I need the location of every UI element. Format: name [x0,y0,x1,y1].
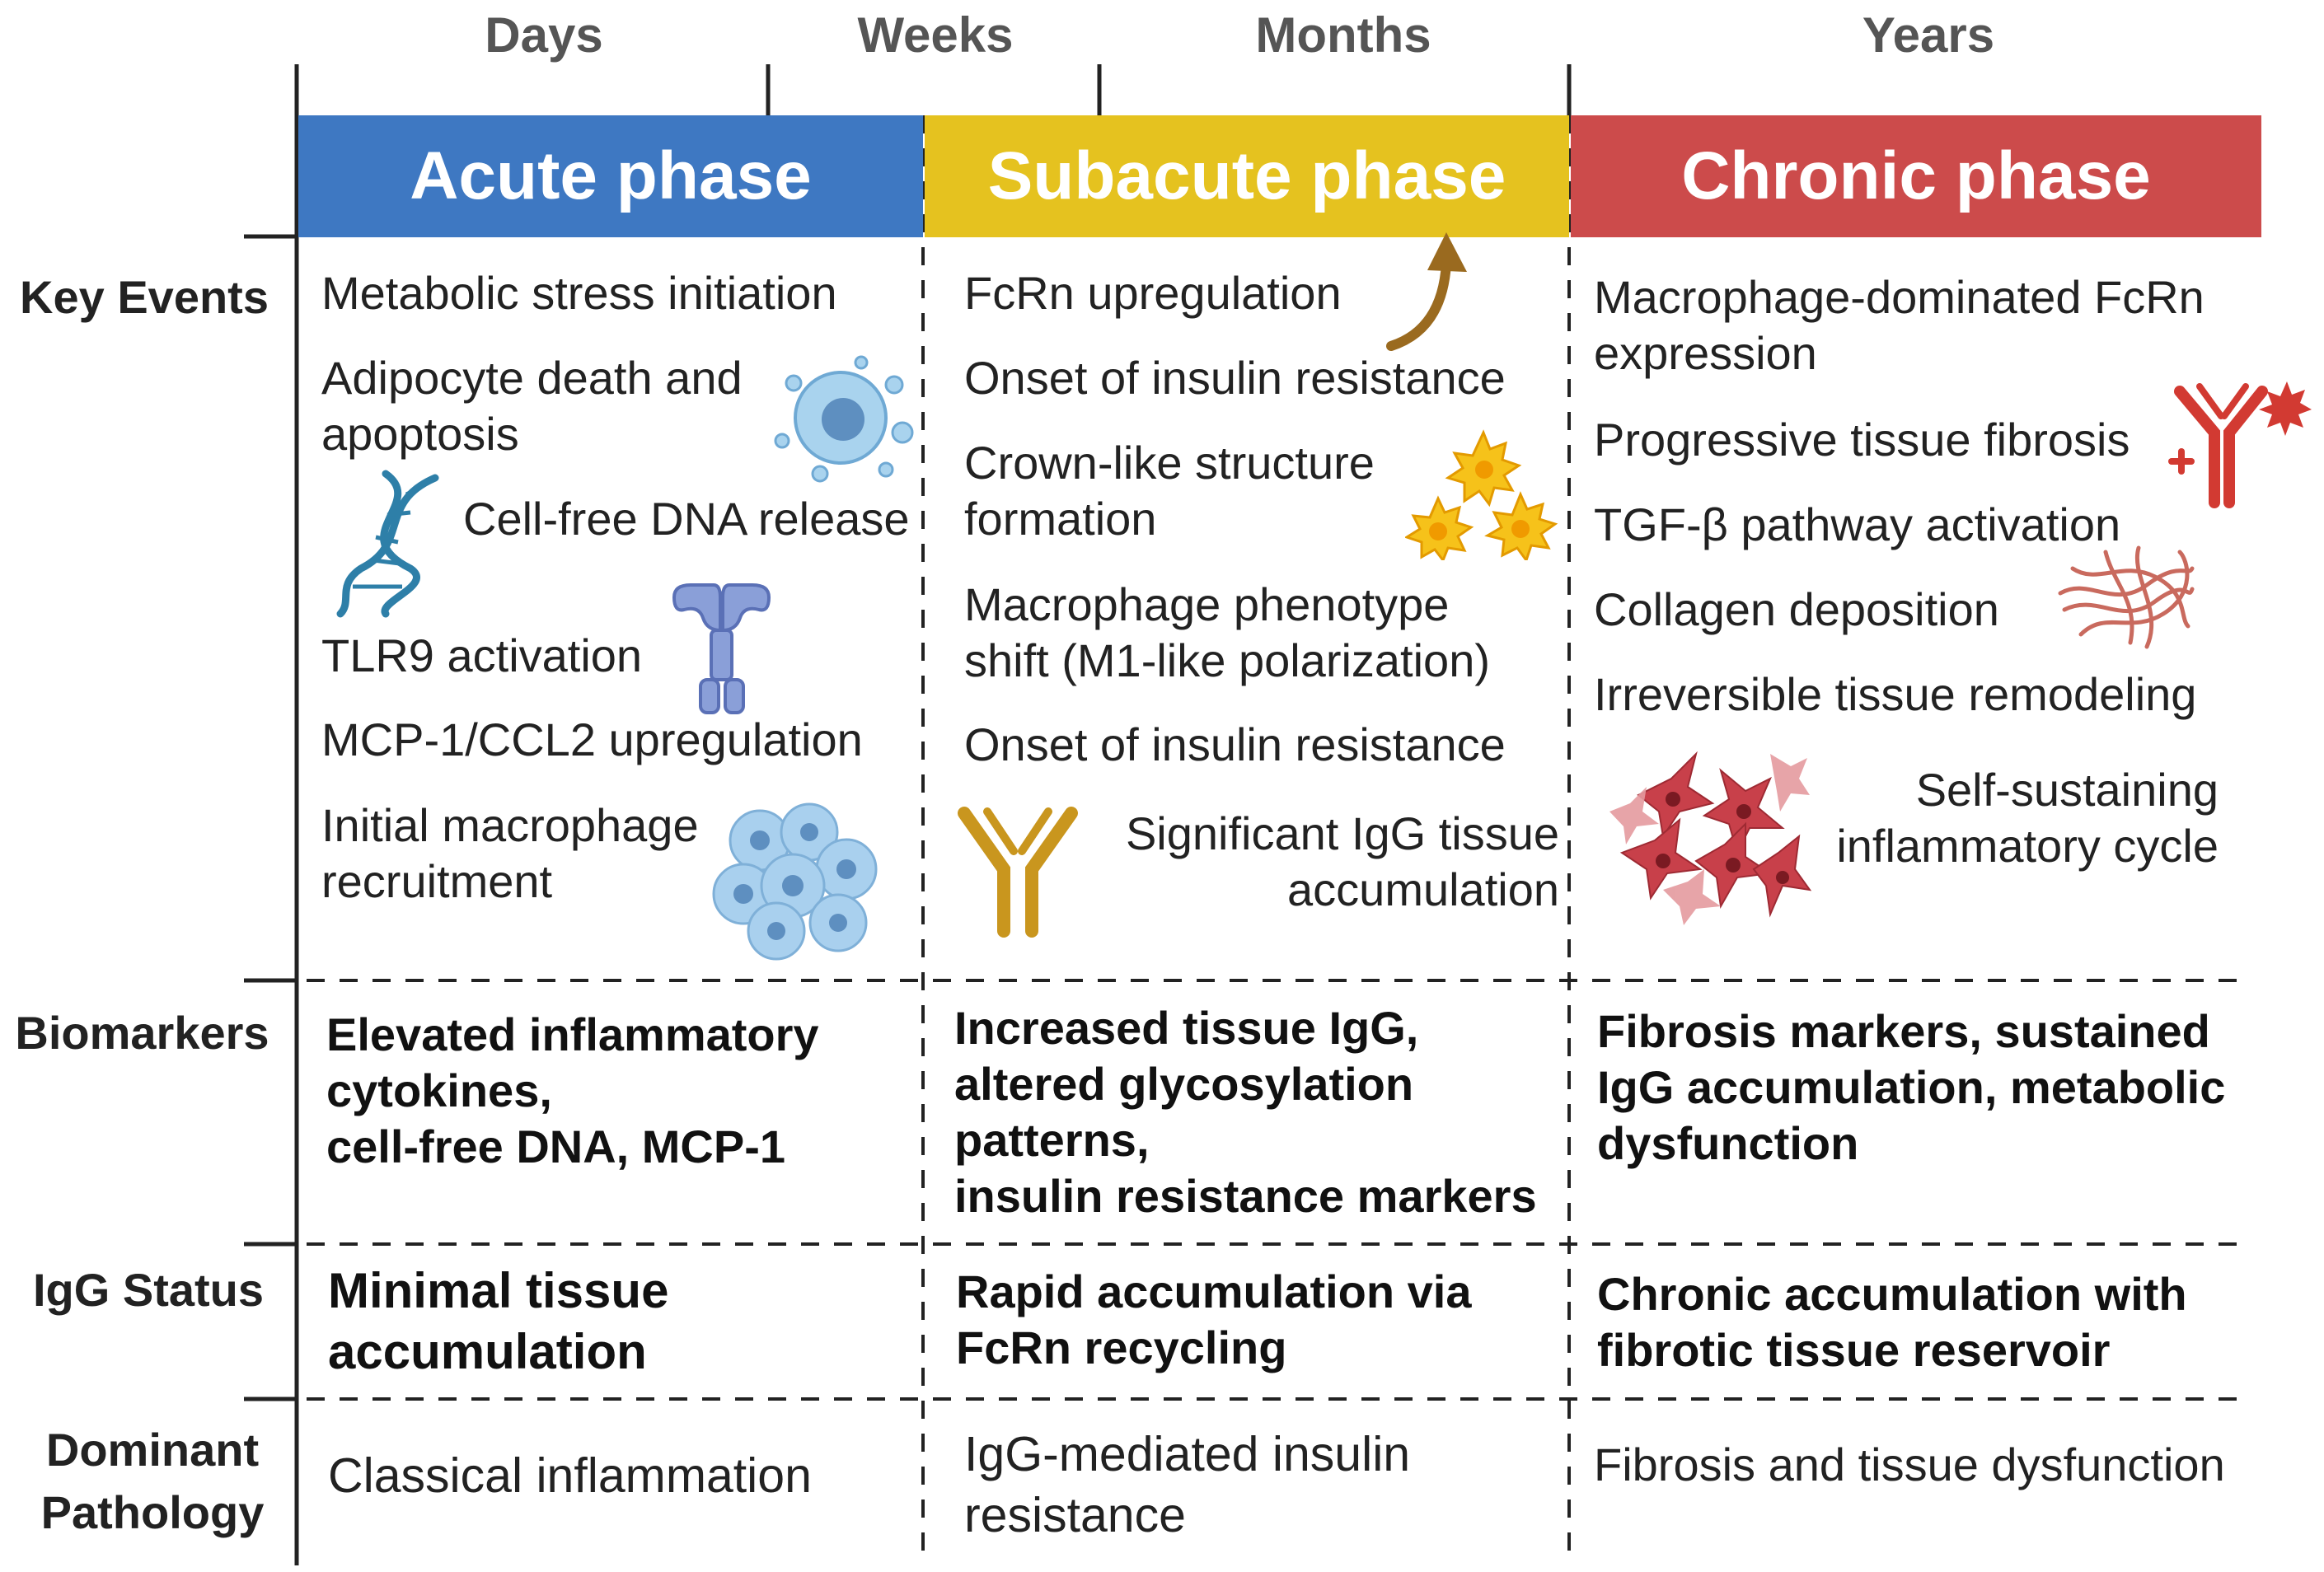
apoptotic-cell-icon [774,355,914,483]
igg-status-acute-line1: Minimal tissue [328,1263,669,1318]
phase-title-chronic: Chronic phase [1681,138,2151,213]
row-label-dominant-pathology: Dominant Pathology [25,1419,280,1544]
timescale-months: Months [1255,7,1431,63]
event-cfdna-release: Cell-free DNA release [463,493,910,545]
igg-status-acute-line2: accumulation [328,1324,647,1379]
event-tgfb: TGF-β pathway activation [1594,498,2121,550]
biomarkers-subacute-line2: altered glycosylation [954,1058,1414,1110]
event-collagen: Collagen deposition [1594,583,1999,635]
event-igg-accumulation-line1: Significant IgG tissue [1125,807,1559,859]
fcrn-antibody-icon [2168,381,2312,508]
event-inflammatory-cycle-line1: Self-sustaining [1915,764,2219,816]
pathology-subacute-line1: IgG-mediated insulin [964,1427,1411,1481]
igg-status-chronic: Chronic accumulation with fibrotic tissu… [1597,1266,2187,1378]
timescale-years: Years [1862,7,1995,63]
biomarkers-subacute-line1: Increased tissue IgG, [954,1002,1419,1054]
event-tlr9: TLR9 activation [321,629,643,681]
biomarkers-chronic-line3: dysfunction [1597,1117,1859,1169]
row-label-key-events: Key Events [20,271,269,323]
event-macrophage-recruitment-line1: Initial macrophage [321,799,699,851]
event-insulin-resistance-2: Onset of insulin resistance [964,718,1506,770]
tlr9-receptor-icon [672,583,771,714]
phase-header-subacute: Subacute phase [925,115,1569,237]
pathology-acute: Classical inflammation [328,1448,812,1503]
biomarkers-acute-line3: cell-free DNA, MCP-1 [326,1121,786,1172]
event-mcp1: MCP-1/CCL2 upregulation [321,713,863,765]
event-macrophage-recruitment: Initial macrophage recruitment [321,798,699,910]
event-crown-like-line2: formation [964,493,1157,545]
biomarkers-chronic: Fibrosis markers, sustained IgG accumula… [1597,1004,2225,1172]
timescale-days: Days [485,7,603,63]
phase-header-chronic: Chronic phase [1571,115,2261,237]
pathology-chronic: Fibrosis and tissue dysfunction [1594,1439,2225,1490]
row-label-dominant: Dominant [45,1424,260,1476]
biomarkers-chronic-line2: IgG accumulation, metabolic [1597,1061,2226,1113]
event-phenotype-shift-line2: shift (M1-like polarization) [964,634,1490,686]
event-metabolic-stress: Metabolic stress initiation [321,267,837,319]
event-remodeling: Irreversible tissue remodeling [1594,668,2197,720]
event-adipocyte-death-line1: Adipocyte death and [321,352,743,404]
igg-antibody-icon [958,807,1078,938]
event-macrophage-fcrn-line2: expression [1594,327,1817,379]
event-fibrosis: Progressive tissue fibrosis [1594,414,2130,466]
event-adipocyte-death-line2: apoptosis [321,408,519,460]
event-crown-like: Crown-like structure formation [964,435,1375,547]
row-label-biomarkers: Biomarkers [15,1007,269,1059]
crown-like-cells-icon [1405,429,1558,560]
biomarkers-acute-line1: Elevated inflammatory [326,1008,819,1060]
row-label-pathology: Pathology [40,1486,265,1538]
dna-helix-icon [336,470,439,618]
biomarkers-acute: Elevated inflammatory cytokines, cell-fr… [326,1007,819,1175]
biomarkers-acute-line2: cytokines, [326,1064,552,1116]
biomarkers-chronic-line1: Fibrosis markers, sustained [1597,1005,2210,1057]
event-crown-like-line1: Crown-like structure [964,437,1375,489]
event-inflammatory-cycle: Self-sustaining inflammatory cycle [1797,762,2219,874]
event-insulin-resistance-1: Onset of insulin resistance [964,352,1506,404]
event-macrophage-recruitment-line2: recruitment [321,855,553,907]
pathology-subacute: IgG-mediated insulin resistance [964,1424,1410,1546]
igg-status-subacute-line2: FcRn recycling [956,1322,1287,1373]
event-fcrn-upregulation: FcRn upregulation [964,267,1342,319]
event-macrophage-fcrn: Macrophage-dominated FcRn expression [1594,269,2205,381]
biomarkers-subacute-line3: patterns, [954,1114,1150,1166]
event-igg-accumulation-line2: accumulation [1287,863,1559,915]
event-inflammatory-cycle-line2: inflammatory cycle [1836,820,2219,872]
igg-status-chronic-line1: Chronic accumulation with [1597,1268,2187,1320]
biomarkers-subacute-line4: insulin resistance markers [954,1170,1537,1222]
phase-title-acute: Acute phase [410,138,812,213]
phase-title-subacute: Subacute phase [987,138,1506,213]
event-adipocyte-death: Adipocyte death and apoptosis [321,350,743,462]
event-macrophage-fcrn-line1: Macrophage-dominated FcRn [1594,271,2205,323]
phase-header-acute: Acute phase [298,115,923,237]
event-igg-accumulation: Significant IgG tissue accumulation [1104,806,1559,918]
collagen-fiber-icon [2058,545,2195,649]
event-phenotype-shift-line1: Macrophage phenotype [964,578,1450,630]
igg-status-acute: Minimal tissue accumulation [328,1261,668,1383]
igg-status-chronic-line2: fibrotic tissue reservoir [1597,1324,2111,1376]
row-label-igg-status: IgG Status [32,1264,265,1316]
igg-status-subacute: Rapid accumulation via FcRn recycling [956,1264,1472,1376]
biomarkers-subacute: Increased tissue IgG, altered glycosylat… [954,1000,1537,1224]
event-phenotype-shift: Macrophage phenotype shift (M1-like pola… [964,577,1490,689]
igg-status-subacute-line1: Rapid accumulation via [956,1266,1472,1317]
curved-up-arrow-icon [1386,232,1467,351]
timescale-weeks: Weeks [857,7,1014,63]
fibroblast-cluster-icon [1609,751,1811,925]
pathology-subacute-line2: resistance [964,1488,1186,1542]
macrophage-cluster-icon [712,802,878,961]
